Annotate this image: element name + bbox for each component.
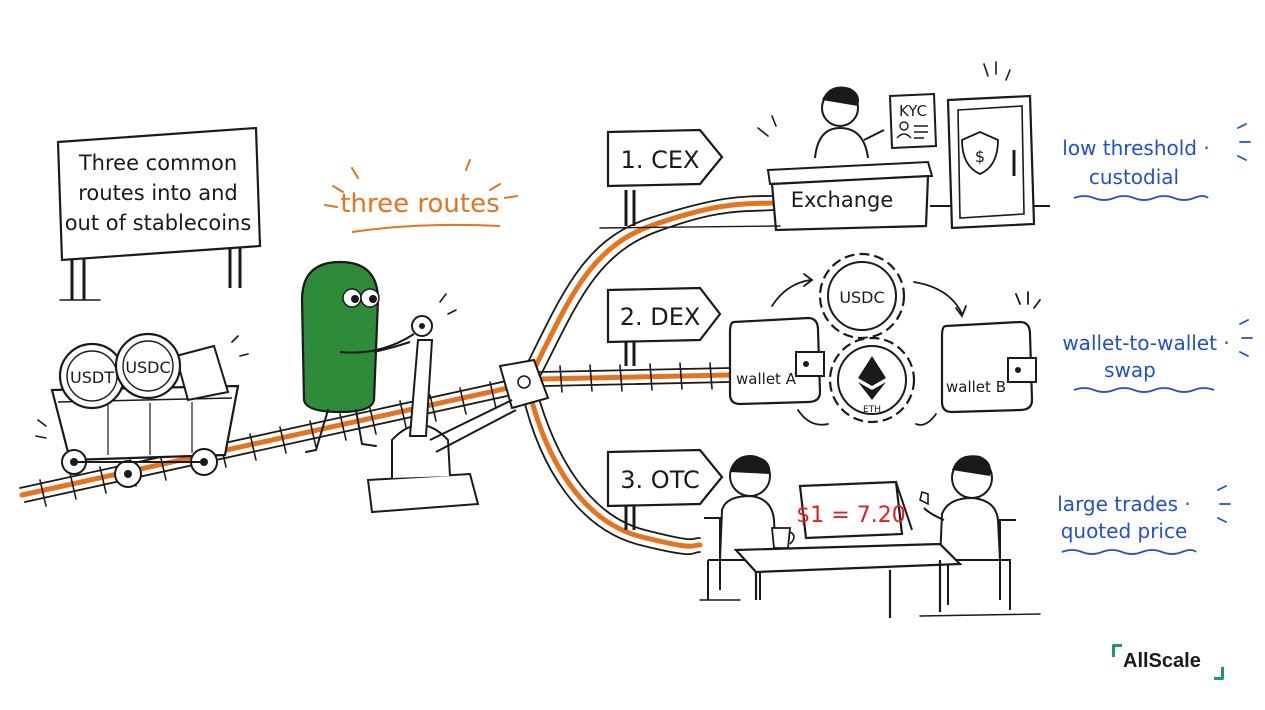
note-otc-line-2: quoted price xyxy=(1061,519,1188,543)
brand-logo: AllScale xyxy=(1112,644,1224,680)
sign-otc: 3. OTC xyxy=(606,448,724,530)
quote-price: $1 = 7.20 xyxy=(796,503,905,528)
ground-lines xyxy=(59,225,1041,617)
sign-dex: 2. DEX xyxy=(606,286,722,366)
note-cex: low threshold · custodial xyxy=(1062,123,1251,201)
cex-scene: KYC Exchange $ xyxy=(757,61,1050,232)
dex-scene: wallet A wallet B USDC ETH xyxy=(728,252,1041,426)
note-dex-line-2: swap xyxy=(1104,358,1156,382)
wallet-b: wallet B xyxy=(940,320,1037,414)
wallet-a-label: wallet A xyxy=(736,370,797,388)
brand-name: AllScale xyxy=(1123,650,1201,672)
gear-eth-label: ETH xyxy=(863,405,881,415)
dex-orange-rail xyxy=(539,372,733,382)
note-otc-line-1: large trades · xyxy=(1057,492,1191,516)
wallet-b-label: wallet B xyxy=(946,378,1006,396)
green-character xyxy=(300,260,415,453)
note-dex: wallet-to-wallet · swap xyxy=(1062,319,1253,393)
coin-usdc: USDC xyxy=(114,332,182,400)
ethereum-icon xyxy=(858,356,886,400)
note-cex-line-1: low threshold · xyxy=(1062,136,1209,160)
sign-cex: 1. CEX xyxy=(606,128,724,226)
safe: $ xyxy=(946,61,1036,230)
coin-usdt: USDT xyxy=(58,342,126,410)
svg-text:$: $ xyxy=(975,147,985,166)
swap-arrows xyxy=(771,273,1041,426)
headline: three routes xyxy=(324,159,518,233)
signboard-line-3: out of stablecoins xyxy=(65,211,252,235)
coin-usdc-label: USDC xyxy=(125,358,170,377)
sign-cex-label: 1. CEX xyxy=(621,146,700,174)
logo-bracket-top-left xyxy=(1112,644,1122,657)
signboard-line-1: Three common xyxy=(78,151,237,175)
user-id-icon xyxy=(896,121,928,139)
gear-eth: ETH xyxy=(828,336,916,424)
headline-text: three routes xyxy=(340,189,499,219)
sign-dex-label: 2. DEX xyxy=(620,303,701,331)
logo-bracket-bottom-right xyxy=(1214,667,1224,680)
gear-usdc-label: USDC xyxy=(839,288,884,307)
coffee-mug-icon xyxy=(771,527,795,549)
quote-screen: $1 = 7.20 xyxy=(796,480,913,540)
otc-scene: $1 = 7.20 xyxy=(704,455,1016,618)
kyc-card: KYC xyxy=(888,92,938,150)
kyc-label: KYC xyxy=(899,102,927,120)
emphasis-marks xyxy=(324,159,518,208)
wallet-a: wallet A xyxy=(728,316,825,406)
note-otc: large trades · quoted price xyxy=(1057,485,1231,555)
signboard-line-2: routes into and xyxy=(78,181,238,205)
lever xyxy=(366,293,480,514)
mine-cart: USDT USDC xyxy=(35,332,249,488)
note-dex-line-1: wallet-to-wallet · xyxy=(1062,331,1229,355)
sign-otc-label: 3. OTC xyxy=(620,466,699,494)
exchange-label: Exchange xyxy=(791,188,894,212)
main-orange-rail xyxy=(19,382,525,498)
signboard: Three common routes into and out of stab… xyxy=(56,126,262,300)
shield-dollar-icon: $ xyxy=(961,131,999,175)
gear-usdc: USDC xyxy=(818,252,906,340)
track-switch xyxy=(429,358,550,453)
otc-orange-rail xyxy=(526,387,703,549)
note-cex-line-2: custodial xyxy=(1089,165,1179,189)
coin-usdt-label: USDT xyxy=(70,368,114,387)
